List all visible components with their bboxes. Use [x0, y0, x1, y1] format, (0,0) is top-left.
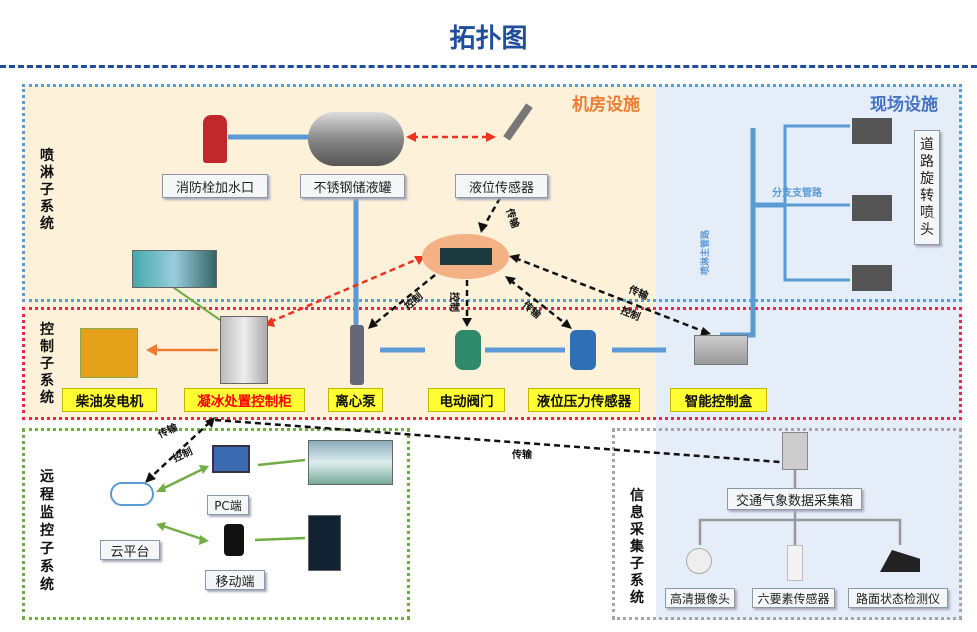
control-box-icon — [694, 335, 748, 365]
nozzle-icon — [852, 195, 892, 221]
spray-subsystem-label: 喷淋子系统 — [40, 148, 54, 232]
generator-label: 柴油发电机 — [62, 388, 157, 412]
branch-pipes — [783, 124, 850, 282]
camera-icon — [686, 548, 712, 574]
nozzle-icon — [852, 118, 892, 144]
pump-icon — [350, 325, 364, 385]
main-pipe-label: 喷淋主管路 — [699, 229, 711, 275]
pc-label: PC端 — [207, 495, 249, 515]
title-divider — [0, 65, 977, 68]
pc-screen-image — [308, 440, 393, 485]
mobile-screen-image — [308, 515, 341, 571]
hydrant-label: 消防栓加水口 — [162, 174, 268, 198]
branch-pipe-label: 分支支管路 — [772, 186, 823, 199]
road-detector-label: 路面状态检测仪 — [848, 588, 948, 608]
arrow-label-control: 控制 — [402, 289, 426, 312]
six-sensor-label: 六要素传感器 — [752, 588, 835, 608]
cabinet-label: 凝冰处置控制柜 — [184, 388, 305, 412]
tank-label: 不锈钢储液罐 — [300, 174, 405, 198]
pump-label: 离心泵 — [328, 388, 383, 412]
pressure-sensor-label: 液位压力传感器 — [528, 388, 640, 412]
nozzle-label: 道路旋转喷头 — [914, 130, 940, 245]
camera-label: 高清摄像头 — [665, 588, 735, 608]
control-box-label: 智能控制盒 — [670, 388, 767, 412]
mobile-label: 移动端 — [205, 570, 265, 590]
valve-icon — [455, 330, 481, 370]
generator-icon — [80, 328, 138, 378]
collector-icon — [782, 432, 808, 470]
main-pipe — [720, 128, 756, 338]
arrow-label-transmit: 传输 — [519, 298, 544, 322]
gateway-device — [440, 248, 492, 265]
six-sensor-icon — [787, 545, 803, 581]
hydrant-icon — [203, 115, 227, 163]
pressure-sensor-icon — [570, 330, 596, 370]
control-subsystem-label: 控制子系统 — [40, 322, 54, 406]
info-white-bg — [615, 431, 656, 617]
level-sensor-label: 液位传感器 — [455, 174, 548, 198]
spray-subsystem-border — [22, 84, 962, 302]
arrow-label-transmit: 传输 — [511, 448, 533, 461]
arrow-label-control: 控制 — [448, 292, 461, 312]
nozzle-icon — [852, 265, 892, 291]
collector-label: 交通气象数据采集箱 — [727, 488, 862, 510]
field-label: 现场设施 — [870, 95, 938, 115]
cloud-label: 云平台 — [100, 540, 160, 560]
cloud-icon — [110, 482, 154, 506]
nozzle-label-text: 道路旋转喷头 — [920, 136, 934, 238]
valve-label: 电动阀门 — [428, 388, 505, 412]
cabinet-icon — [220, 316, 268, 384]
pc-icon — [212, 445, 250, 473]
tank-icon — [308, 112, 404, 166]
arrow-label-transmit: 传输 — [503, 206, 523, 231]
arrow-label-transmit: 传输 — [155, 420, 180, 441]
info-subsystem-border — [612, 428, 962, 620]
mobile-icon — [224, 524, 244, 556]
info-subsystem-label: 信息采集子系统 — [630, 488, 644, 606]
remote-subsystem-label: 远程监控子系统 — [40, 469, 54, 593]
arrow-label-transmit: 传输 — [626, 282, 651, 302]
screen-icon — [132, 250, 217, 288]
control-subsystem-border — [22, 307, 962, 420]
page-title: 拓扑图 — [449, 24, 528, 54]
machine-room-label: 机房设施 — [572, 95, 640, 115]
arrow-label-control: 控制 — [171, 444, 195, 464]
